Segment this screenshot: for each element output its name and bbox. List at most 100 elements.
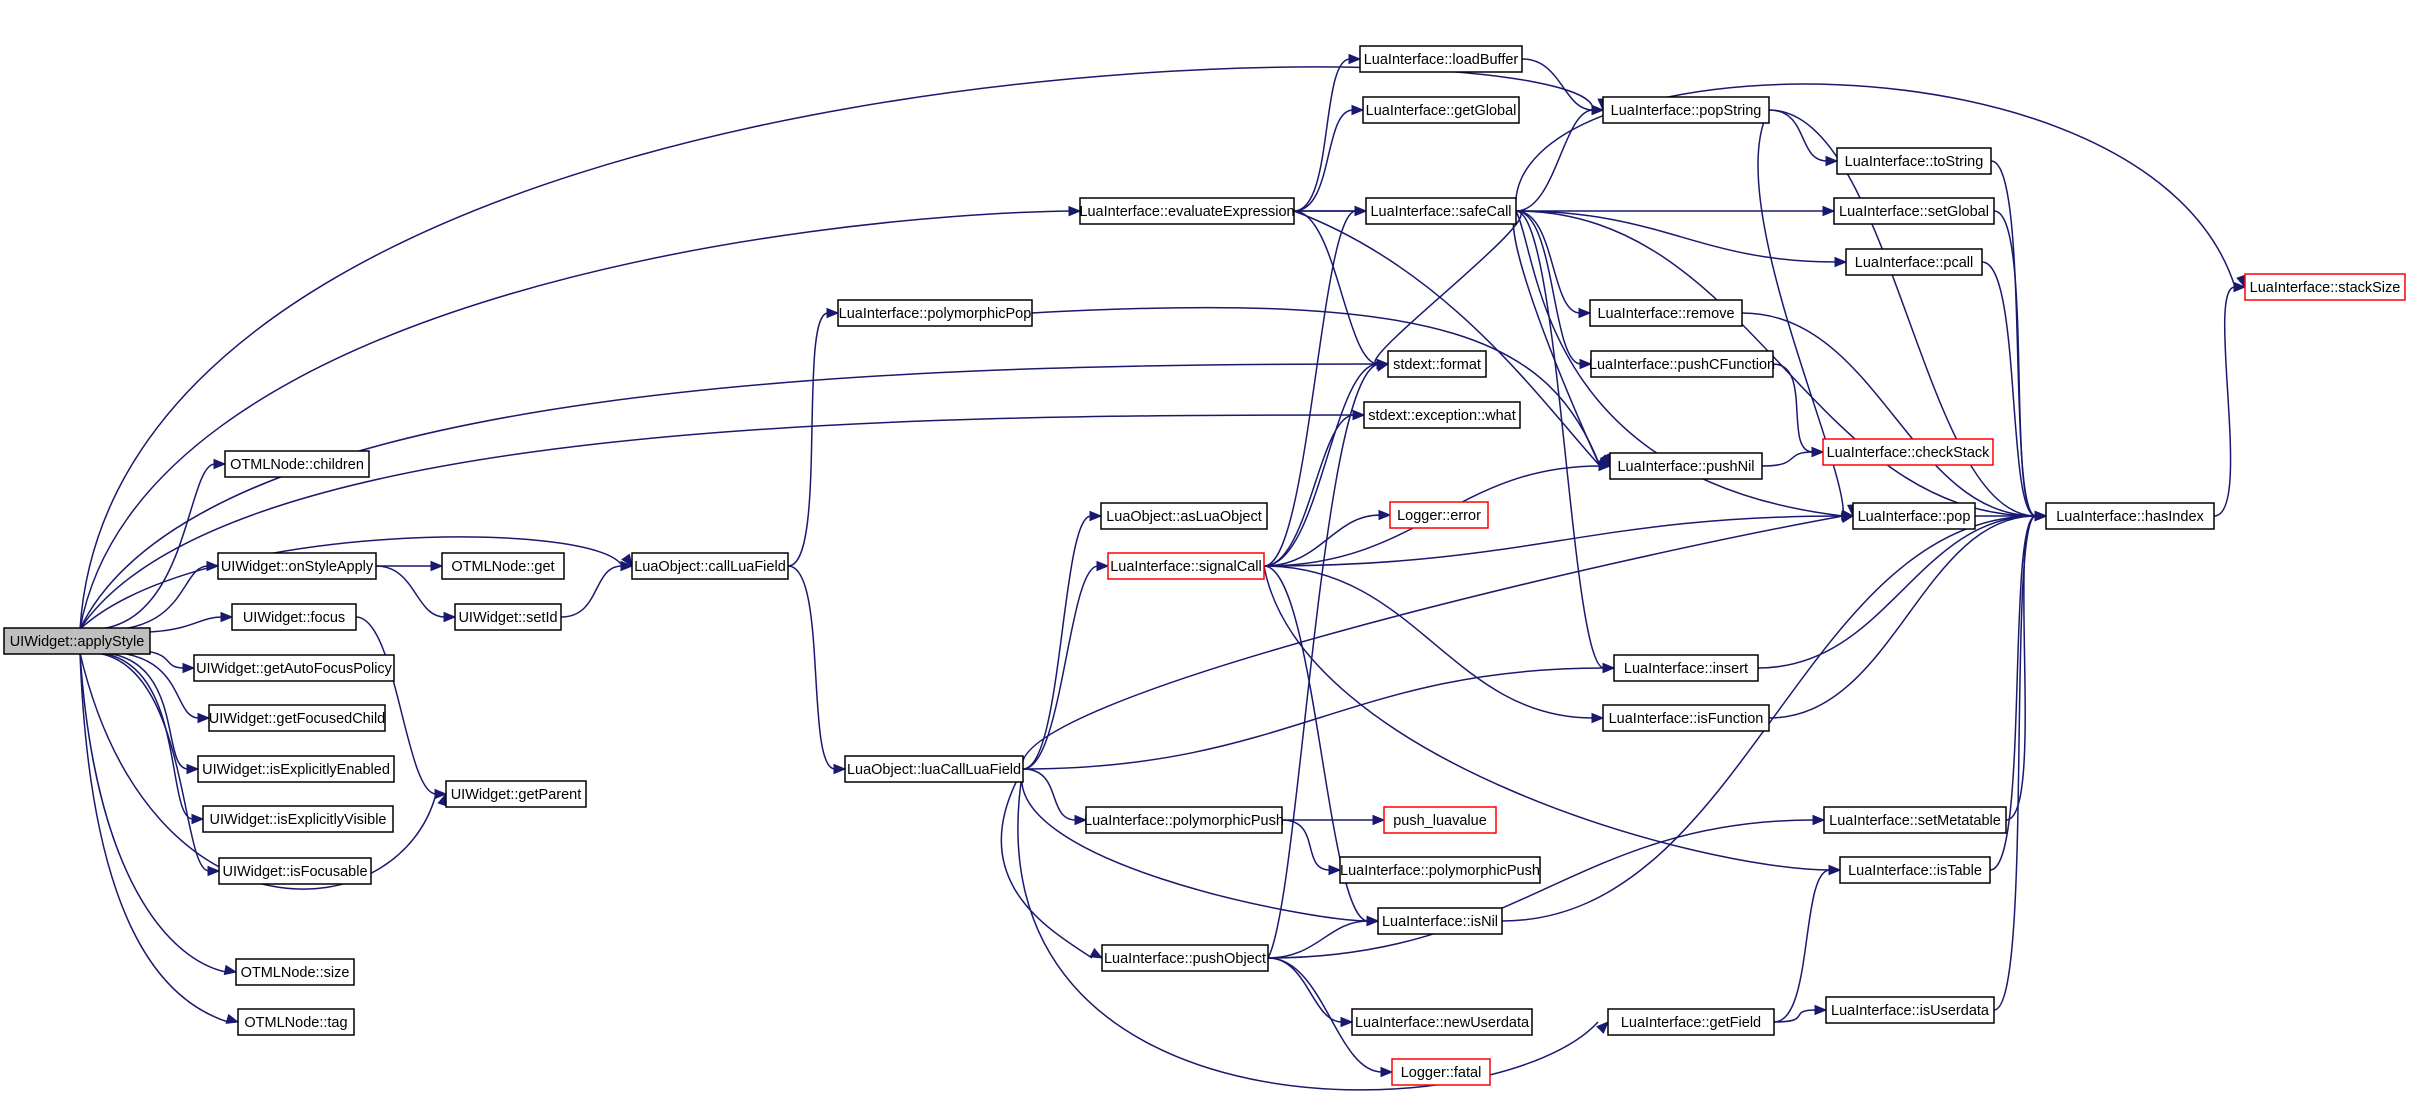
node-pushNil[interactable]: LuaInterface::pushNil (1609, 452, 1763, 480)
edge-luaCallLuaField-to-asLuaObject-arrowhead (1089, 510, 1103, 522)
node-pushCFunction[interactable]: LuaInterface::pushCFunction (1589, 350, 1775, 378)
node-setGlobal[interactable]: LuaInterface::setGlobal (1833, 197, 1995, 225)
node-children[interactable]: OTMLNode::children (224, 450, 370, 478)
node-box (1602, 704, 1770, 732)
node-polymorphicPush2[interactable]: LuaInterface::polymorphicPush (1339, 856, 1541, 884)
node-box (202, 805, 394, 833)
node-getAutoFocusPolicy[interactable]: UIWidget::getAutoFocusPolicy (193, 654, 395, 682)
edge-evaluateExpression-to-format (1293, 210, 1379, 365)
node-insert[interactable]: LuaInterface::insert (1613, 654, 1759, 682)
node-loggerError[interactable]: Logger::error (1389, 501, 1489, 529)
node-otmlGet[interactable]: OTMLNode::get (441, 552, 565, 580)
node-isTable[interactable]: LuaInterface::isTable (1839, 856, 1991, 884)
node-box (837, 299, 1033, 327)
node-popString[interactable]: LuaInterface::popString (1602, 96, 1770, 124)
node-exceptionWhat[interactable]: stdext::exception::what (1363, 401, 1521, 429)
edge-pushObject-to-format (1267, 363, 1379, 959)
edge-pushObject-to-setMetatable-arrowhead (1812, 814, 1826, 826)
node-pop[interactable]: LuaInterface::pop (1852, 502, 1976, 530)
edge-callLuaField-to-polymorphicPop (787, 312, 829, 567)
node-setMetatable[interactable]: LuaInterface::setMetatable (1823, 806, 2007, 834)
edge-popString-to-toString-arrowhead (1825, 155, 1839, 167)
node-pushObject[interactable]: LuaInterface::pushObject (1101, 944, 1269, 972)
node-safeCall[interactable]: LuaInterface::safeCall (1365, 197, 1517, 225)
node-applyStyle[interactable]: UIWidget::applyStyle (3, 627, 151, 655)
node-stackSize[interactable]: LuaInterface::stackSize (2244, 273, 2406, 301)
node-box (1100, 502, 1268, 530)
edge-applyStyle-to-evaluateExpression-arrowhead (1068, 205, 1082, 217)
node-otmlSize[interactable]: OTMLNode::size (235, 958, 355, 986)
node-getFocusedChild[interactable]: UIWidget::getFocusedChild (208, 704, 386, 732)
node-label: LuaInterface::pcall (1855, 255, 1974, 271)
edge-signalCall-to-pop (1263, 515, 1844, 567)
node-box (1836, 147, 1992, 175)
node-polymorphicPush1[interactable]: LuaInterface::polymorphicPush (1084, 806, 1284, 834)
node-box (1363, 401, 1521, 429)
node-signalCall[interactable]: LuaInterface::signalCall (1107, 552, 1265, 580)
node-evaluateExpression[interactable]: LuaInterface::evaluateExpression (1079, 197, 1295, 225)
node-pcall[interactable]: LuaInterface::pcall (1845, 248, 1983, 276)
edge-luaCallLuaField-to-signalCall-arrowhead (1096, 560, 1110, 572)
node-hasIndex[interactable]: LuaInterface::hasIndex (2045, 502, 2215, 530)
node-toString[interactable]: LuaInterface::toString (1836, 147, 1992, 175)
edge-signalCall-to-loggerError (1263, 514, 1381, 567)
node-otmlTag[interactable]: OTMLNode::tag (237, 1008, 355, 1036)
node-newUserdata[interactable]: LuaInterface::newUserdata (1351, 1008, 1533, 1036)
node-box (631, 552, 789, 580)
node-box (1833, 197, 1995, 225)
edge-luaCallLuaField-to-insert (1022, 667, 1605, 770)
edge-setId-to-callLuaField-arrowhead (620, 560, 634, 572)
node-box (1085, 806, 1283, 834)
node-isFocusable[interactable]: UIWidget::isFocusable (218, 857, 372, 885)
node-loggerFatal[interactable]: Logger::fatal (1391, 1058, 1491, 1086)
node-loadBuffer[interactable]: LuaInterface::loadBuffer (1359, 45, 1523, 73)
node-box (1839, 856, 1991, 884)
node-isNil[interactable]: LuaInterface::isNil (1377, 907, 1503, 935)
edge-popString-to-hasIndex (1768, 109, 2037, 517)
edge-applyStyle-to-focus-arrowhead (220, 611, 234, 623)
node-callLuaField[interactable]: LuaObject::callLuaField (631, 552, 789, 580)
node-remove[interactable]: LuaInterface::remove (1589, 299, 1743, 327)
node-box (1607, 1008, 1775, 1036)
edge-isUserdata-to-hasIndex (1993, 515, 2037, 1011)
edge-applyStyle-to-getAutoFocusPolicy-arrowhead (182, 662, 196, 674)
node-box (454, 603, 562, 631)
node-getParent[interactable]: UIWidget::getParent (445, 780, 587, 808)
node-label: LuaInterface::pop (1858, 509, 1971, 525)
edge-isTable-to-hasIndex (1989, 515, 2037, 871)
node-box (235, 958, 355, 986)
node-isExplicitlyVisible[interactable]: UIWidget::isExplicitlyVisible (202, 805, 394, 833)
node-luaCallLuaField[interactable]: LuaObject::luaCallLuaField (844, 755, 1024, 783)
node-setId[interactable]: UIWidget::setId (454, 603, 562, 631)
edge-onStyleApply-to-setId-arrowhead (443, 611, 457, 623)
node-label: LuaInterface::getField (1621, 1015, 1761, 1031)
node-checkStack[interactable]: LuaInterface::checkStack (1822, 438, 1994, 466)
edge-safeCall-to-stackSize (1515, 83, 2236, 288)
node-asLuaObject[interactable]: LuaObject::asLuaObject (1100, 502, 1268, 530)
edge-applyStyle-to-otmlTag (79, 652, 229, 1023)
node-box (208, 704, 386, 732)
node-isFunction[interactable]: LuaInterface::isFunction (1602, 704, 1770, 732)
node-getGlobal[interactable]: LuaInterface::getGlobal (1362, 96, 1520, 124)
edge-luaCallLuaField-to-getField-arrowhead (1596, 1021, 1609, 1034)
node-label: OTMLNode::size (241, 965, 350, 981)
node-label: LuaInterface::isNil (1382, 914, 1498, 930)
node-pushLuavalue[interactable]: push_luavalue (1383, 806, 1497, 834)
node-getField[interactable]: LuaInterface::getField (1607, 1008, 1775, 1036)
node-label: OTMLNode::tag (244, 1015, 347, 1031)
node-box (1613, 654, 1759, 682)
node-box (1825, 996, 1995, 1024)
node-box (445, 780, 587, 808)
node-label: LuaObject::luaCallLuaField (847, 762, 1021, 778)
edge-luaCallLuaField-to-polymorphicPush1-arrowhead (1074, 814, 1088, 826)
node-onStyleApply[interactable]: UIWidget::onStyleApply (217, 552, 377, 580)
edge-signalCall-to-exceptionWhat-arrowhead (1352, 409, 1366, 421)
node-label: LuaInterface::pushObject (1104, 951, 1266, 967)
node-box (1377, 907, 1503, 935)
node-label: UIWidget::focus (243, 610, 345, 626)
node-focus[interactable]: UIWidget::focus (231, 603, 357, 631)
node-format[interactable]: stdext::format (1387, 350, 1487, 378)
node-polymorphicPop[interactable]: LuaInterface::polymorphicPop (837, 299, 1033, 327)
node-isUserdata[interactable]: LuaInterface::isUserdata (1825, 996, 1995, 1024)
node-isExplicitlyEnabled[interactable]: UIWidget::isExplicitlyEnabled (197, 755, 395, 783)
